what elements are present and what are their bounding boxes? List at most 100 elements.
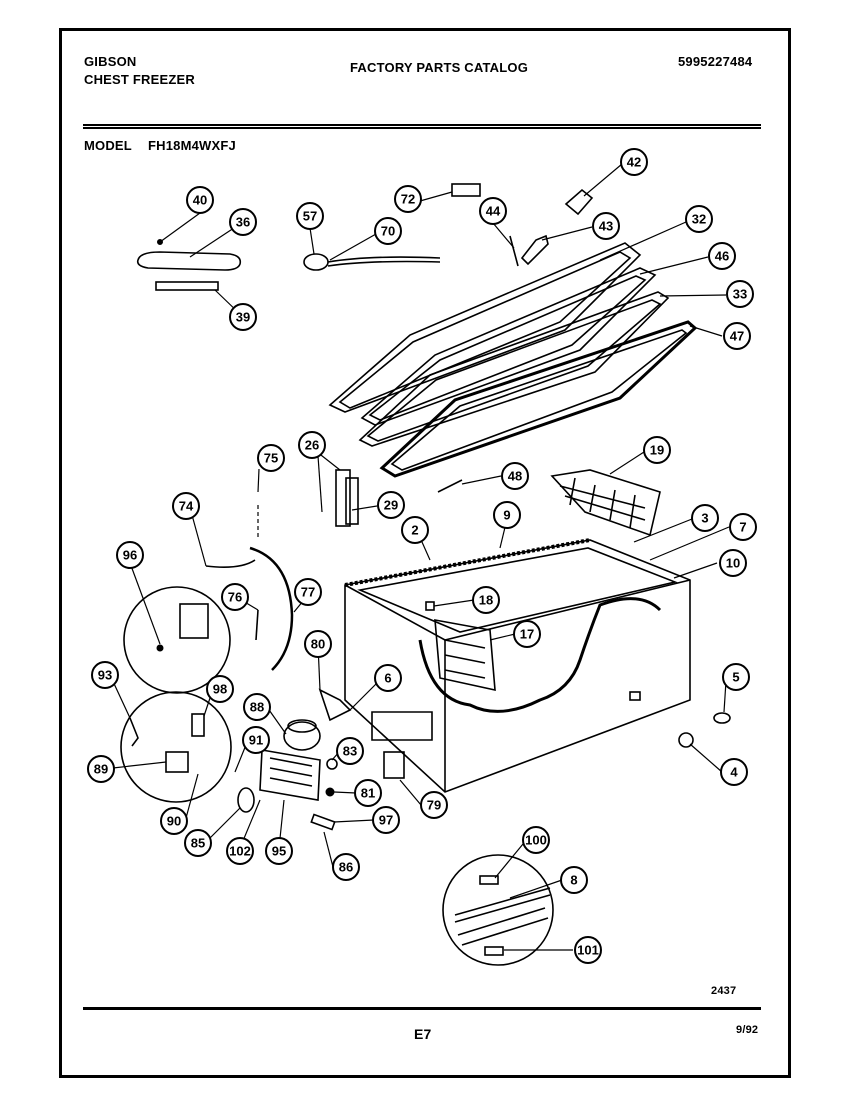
screw <box>437 479 463 493</box>
svg-text:26: 26 <box>305 438 319 453</box>
callout-29: 29 <box>377 491 405 519</box>
svg-text:29: 29 <box>384 498 398 513</box>
lid-inner-frame <box>358 291 670 447</box>
svg-text:42: 42 <box>627 155 641 170</box>
callout-77: 77 <box>294 578 322 606</box>
callout-3: 3 <box>691 504 719 532</box>
thermostat-knob <box>425 601 435 611</box>
callout-39: 39 <box>229 303 257 331</box>
light-assembly <box>303 253 441 271</box>
svg-text:72: 72 <box>401 192 415 207</box>
callout-98: 98 <box>206 675 234 703</box>
svg-text:86: 86 <box>339 860 353 875</box>
svg-text:93: 93 <box>98 668 112 683</box>
callout-18: 18 <box>472 586 500 614</box>
svg-text:96: 96 <box>123 548 137 563</box>
svg-text:77: 77 <box>301 585 315 600</box>
callout-9: 9 <box>493 501 521 529</box>
svg-text:57: 57 <box>303 209 317 224</box>
freezer-cabinet <box>344 538 691 793</box>
svg-text:79: 79 <box>427 798 441 813</box>
callout-96: 96 <box>116 541 144 569</box>
callout-26: 26 <box>298 431 326 459</box>
wire-harness <box>205 559 256 568</box>
svg-text:102: 102 <box>229 844 251 859</box>
callout-97: 97 <box>372 806 400 834</box>
callout-5: 5 <box>722 663 750 691</box>
svg-text:70: 70 <box>381 224 395 239</box>
lock-assembly <box>509 188 594 267</box>
svg-text:17: 17 <box>520 627 534 642</box>
revision-date: 9/92 <box>736 1024 759 1036</box>
callout-93: 93 <box>91 661 119 689</box>
svg-text:9: 9 <box>503 508 510 523</box>
callout-6: 6 <box>374 664 402 692</box>
svg-text:46: 46 <box>715 249 729 264</box>
lid-outer-panel <box>328 242 642 413</box>
svg-text:98: 98 <box>213 682 227 697</box>
detail-circle-thermostat <box>123 586 231 694</box>
callout-95: 95 <box>265 837 293 865</box>
capillary-tube <box>249 546 294 671</box>
callout-75: 75 <box>257 444 285 472</box>
callout-100: 100 <box>522 826 550 854</box>
svg-text:43: 43 <box>599 219 613 234</box>
condenser-fan-shroud <box>259 749 321 801</box>
callout-44: 44 <box>479 197 507 225</box>
detail-circle-relay <box>120 691 232 803</box>
callout-32: 32 <box>685 205 713 233</box>
svg-text:91: 91 <box>249 733 263 748</box>
callout-81: 81 <box>354 779 382 807</box>
callout-47: 47 <box>723 322 751 350</box>
svg-text:97: 97 <box>379 813 393 828</box>
callout-101: 101 <box>574 936 602 964</box>
callout-83: 83 <box>336 737 364 765</box>
lid-handle <box>136 239 242 291</box>
svg-text:40: 40 <box>193 193 207 208</box>
callout-74: 74 <box>172 492 200 520</box>
callout-76: 76 <box>221 583 249 611</box>
callout-57: 57 <box>296 202 324 230</box>
callout-33: 33 <box>726 280 754 308</box>
callout-43: 43 <box>592 212 620 240</box>
diagram-code: 2437 <box>711 985 737 997</box>
callout-19: 19 <box>643 436 671 464</box>
callout-72: 72 <box>394 185 422 213</box>
svg-text:5: 5 <box>732 670 739 685</box>
svg-text:88: 88 <box>250 700 264 715</box>
power-cord-bracket <box>310 813 336 831</box>
callout-89: 89 <box>87 755 115 783</box>
svg-text:101: 101 <box>577 943 599 958</box>
header-rule <box>83 124 761 129</box>
callout-85: 85 <box>184 829 212 857</box>
callout-17: 17 <box>513 620 541 648</box>
svg-text:100: 100 <box>525 833 547 848</box>
callout-40: 40 <box>186 186 214 214</box>
callout-90: 90 <box>160 807 188 835</box>
svg-text:18: 18 <box>479 593 493 608</box>
svg-text:81: 81 <box>361 786 375 801</box>
svg-text:3: 3 <box>701 511 708 526</box>
callout-79: 79 <box>420 791 448 819</box>
callout-7: 7 <box>729 513 757 541</box>
model-label: MODEL <box>84 138 132 153</box>
svg-text:85: 85 <box>191 836 205 851</box>
callout-88: 88 <box>243 693 271 721</box>
grommet <box>326 758 338 770</box>
storage-basket <box>550 469 661 537</box>
detail-circle-gasket <box>442 854 554 966</box>
compressor <box>283 719 321 751</box>
svg-text:19: 19 <box>650 443 664 458</box>
svg-text:4: 4 <box>730 765 738 780</box>
svg-text:32: 32 <box>692 212 706 227</box>
svg-text:75: 75 <box>264 451 278 466</box>
callout-2: 2 <box>401 516 429 544</box>
callout-80: 80 <box>304 630 332 658</box>
svg-text:80: 80 <box>311 637 325 652</box>
hinge-bracket <box>451 183 481 197</box>
svg-text:47: 47 <box>730 329 744 344</box>
callout-4: 4 <box>720 758 748 786</box>
svg-text:83: 83 <box>343 744 357 759</box>
svg-text:44: 44 <box>486 204 501 219</box>
